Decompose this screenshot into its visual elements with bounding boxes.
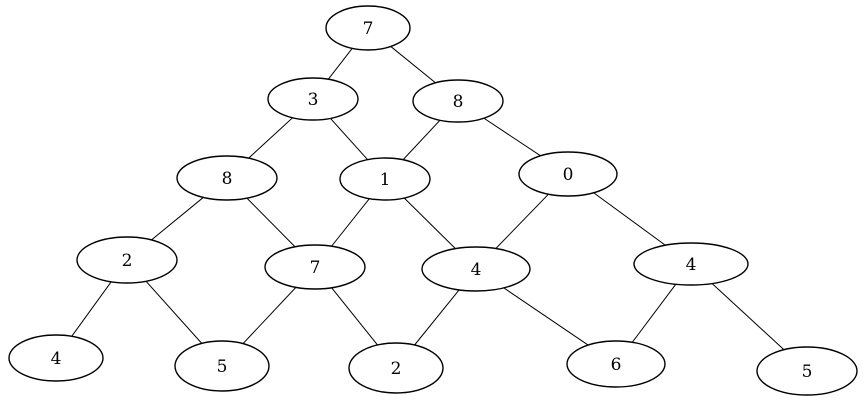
- node-label: 3: [308, 90, 319, 110]
- graph-edge: [66, 275, 117, 344]
- graph-edge: [397, 114, 446, 166]
- graph-edge: [489, 188, 555, 255]
- graph-edge: [326, 281, 383, 352]
- node-label: 4: [471, 260, 482, 280]
- node-label: 1: [380, 170, 391, 190]
- graph-node[interactable]: 1: [339, 157, 431, 201]
- graph-edge: [242, 111, 299, 164]
- node-ellipse[interactable]: [348, 342, 444, 394]
- graph-node[interactable]: 8: [412, 79, 504, 123]
- graph-edge: [476, 113, 548, 161]
- node-label: 4: [686, 255, 697, 275]
- node-ellipse[interactable]: [267, 77, 359, 121]
- node-label: 8: [453, 92, 464, 112]
- graph-edge: [384, 41, 443, 89]
- graph-node[interactable]: 7: [325, 5, 411, 51]
- graph-edge: [140, 274, 208, 350]
- graph-node[interactable]: 3: [267, 77, 359, 121]
- node-label: 0: [563, 165, 574, 185]
- node-label: 6: [611, 355, 622, 375]
- graph-edge: [409, 283, 465, 352]
- graph-node[interactable]: 4: [421, 246, 531, 292]
- node-ellipse[interactable]: [412, 79, 504, 123]
- graph-edge: [144, 191, 210, 246]
- graph-node[interactable]: 5: [174, 340, 270, 392]
- graph-edge: [326, 192, 375, 253]
- graph-node[interactable]: 2: [348, 342, 444, 394]
- node-ellipse[interactable]: [339, 157, 431, 201]
- graph-node[interactable]: 2: [76, 236, 178, 284]
- node-ellipse[interactable]: [76, 236, 178, 284]
- node-label: 7: [310, 258, 321, 278]
- node-label: 8: [222, 169, 233, 189]
- graph-node[interactable]: 0: [518, 151, 618, 197]
- graph-edge: [240, 192, 302, 253]
- node-ellipse[interactable]: [325, 5, 411, 51]
- node-ellipse[interactable]: [633, 242, 749, 286]
- node-ellipse[interactable]: [566, 340, 666, 388]
- node-label: 5: [802, 362, 813, 382]
- node-label: 5: [217, 357, 228, 377]
- graph-node[interactable]: 8: [176, 155, 278, 201]
- node-label: 7: [363, 19, 374, 39]
- graph-edge: [627, 277, 682, 350]
- graph-edge: [323, 41, 358, 86]
- node-ellipse[interactable]: [176, 155, 278, 201]
- graph-edge: [496, 282, 596, 350]
- edge-layer: [66, 41, 791, 356]
- node-ellipse[interactable]: [264, 244, 366, 290]
- graph-node[interactable]: 5: [756, 346, 858, 396]
- node-ellipse[interactable]: [174, 340, 270, 392]
- graph-edge: [237, 281, 302, 350]
- node-label: 2: [391, 359, 402, 379]
- node-label: 4: [51, 349, 62, 369]
- graph-edge: [398, 192, 462, 255]
- graph-edge: [324, 112, 374, 166]
- node-ellipse[interactable]: [421, 246, 531, 292]
- graph-node[interactable]: 6: [566, 340, 666, 388]
- graph-edge: [586, 187, 673, 251]
- graph-node[interactable]: 4: [633, 242, 749, 286]
- node-ellipse[interactable]: [518, 151, 618, 197]
- graph-node[interactable]: 4: [8, 334, 104, 382]
- graph-edge: [705, 277, 791, 356]
- node-layer: 7 3 8 8 1 0 2 7 4 4 4 5 2 6 5: [8, 5, 858, 396]
- node-ellipse[interactable]: [756, 346, 858, 396]
- graph-node[interactable]: 7: [264, 244, 366, 290]
- node-ellipse[interactable]: [8, 334, 104, 382]
- node-label: 2: [122, 251, 133, 271]
